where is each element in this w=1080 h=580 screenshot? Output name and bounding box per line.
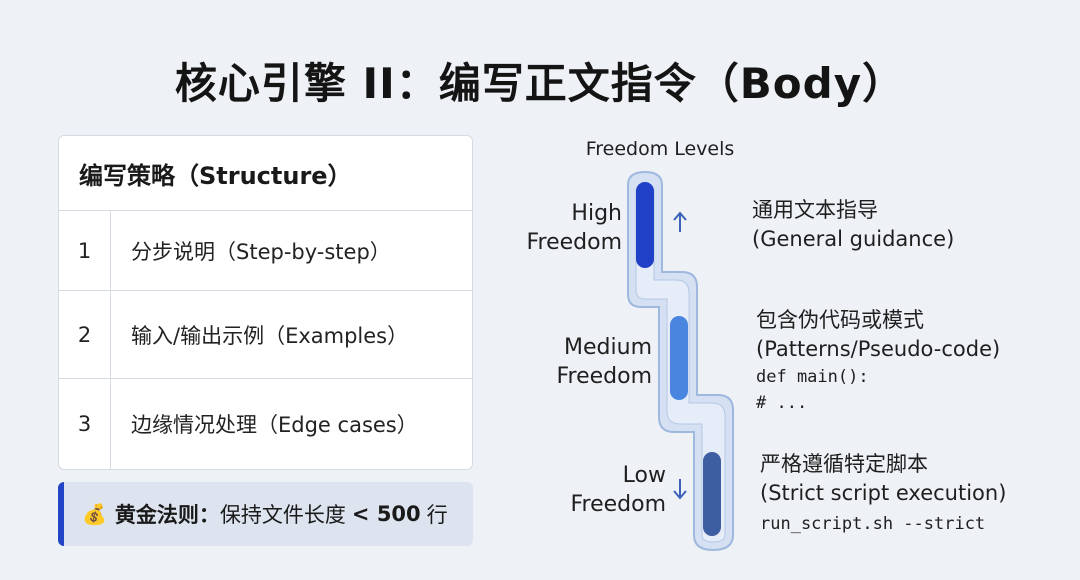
code-line: # ... [756, 393, 808, 413]
table-row: 3 边缘情况处理（Edge cases） [59, 379, 472, 469]
row-text: 输入/输出示例（Examples） [131, 323, 409, 348]
row-text: 分步说明（Step-by-step） [131, 239, 391, 264]
strategy-table: 编写策略（Structure） 1 分步说明（Step-by-step） 2 输… [58, 135, 473, 470]
row-number: 1 [59, 211, 111, 290]
code-line: run_script.sh --strict [760, 514, 986, 534]
low-freedom-bar [703, 452, 721, 536]
golden-rule-unit: 行 [426, 503, 448, 527]
arrow-down-icon [673, 479, 687, 500]
table-row: 1 分步说明（Step-by-step） [59, 211, 472, 291]
level-desc-medium: 包含伪代码或模式 (Patterns/Pseudo-code) def main… [756, 306, 1000, 416]
freedom-levels-title: Freedom Levels [585, 138, 735, 160]
row-text: 边缘情况处理（Edge cases） [131, 413, 418, 437]
golden-rule-callout: 💰 黄金法则： 保持文件长度 < 500 行 [58, 482, 473, 546]
level-desc-low: 严格遵循特定脚本 (Strict script execution) run_s… [760, 450, 1006, 537]
golden-rule-text: 保持文件长度 [219, 503, 346, 527]
table-row: 2 输入/输出示例（Examples） [59, 291, 472, 379]
code-line: def main(): [756, 367, 869, 387]
level-label-low: Low Freedom [570, 463, 666, 517]
strategy-table-header: 编写策略（Structure） [59, 136, 472, 211]
medium-freedom-bar [670, 316, 688, 400]
page-title: 核心引擎 II：编写正文指令（Body） [174, 59, 906, 108]
golden-rule-label: 黄金法则： [114, 503, 220, 527]
high-freedom-bar [636, 182, 654, 268]
arrow-up-icon [673, 211, 687, 232]
level-label-medium: Medium Freedom [556, 335, 652, 389]
row-number: 3 [59, 379, 111, 469]
golden-rule-limit: < 500 [351, 502, 421, 526]
money-bag-icon: 💰 [82, 502, 107, 526]
level-desc-high: 通用文本指导 (General guidance) [752, 198, 955, 251]
level-label-high: High Freedom [526, 201, 622, 255]
row-number: 2 [59, 291, 111, 378]
